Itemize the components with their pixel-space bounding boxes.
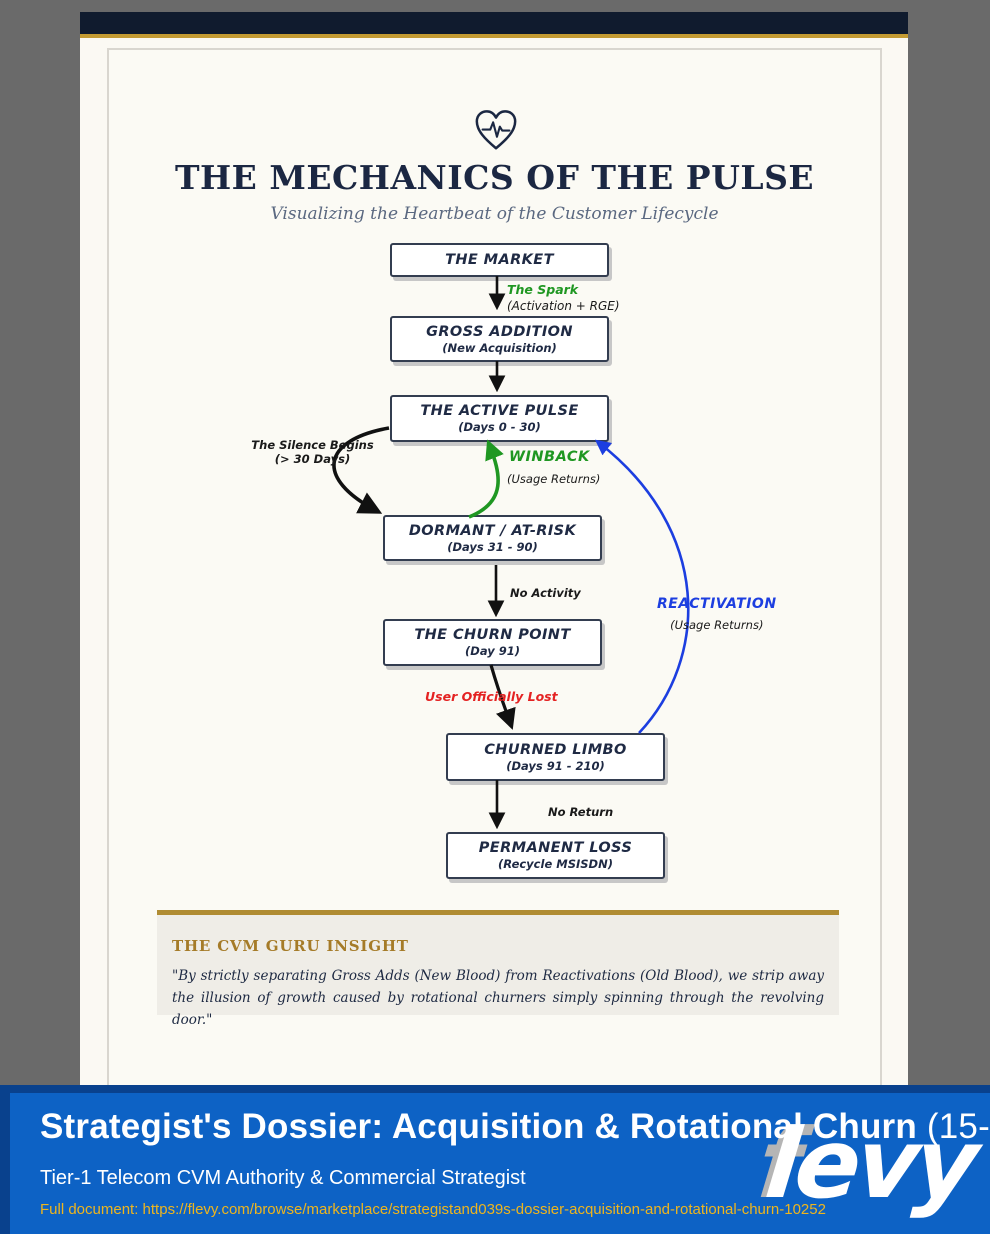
node-churn-point: THE CHURN POINT (Day 91) [383,619,602,666]
node-sublabel: (Recycle MSISDN) [498,857,613,871]
node-label: THE ACTIVE PULSE [420,403,579,419]
arrow-reactivation [594,439,690,734]
insight-title: THE CVM GURU INSIGHT [172,937,409,955]
node-sublabel: (Days 0 - 30) [458,420,541,434]
insight-quote: "By strictly separating Gross Adds (New … [172,968,824,1028]
footer-link-label: Full document: [40,1201,143,1218]
node-label: DORMANT / AT-RISK [408,522,577,539]
node-permanent-loss: PERMANENT LOSS (Recycle MSISDN) [446,832,665,879]
diagram-title: THE MECHANICS OF THE PULSE [174,158,815,197]
edge-label-no-activity: No Activity [510,586,581,600]
node-label: PERMANENT LOSS [478,840,633,856]
edge-label-reactivation: REACTIVATION (Usage Returns) [657,596,777,632]
insight-panel: THE CVM GURU INSIGHT "By strictly separa… [157,915,839,1028]
edge-label-silence: The Silence Begins (> 30 Days) [251,438,374,466]
edge-label-user-lost: User Officially Lost [425,689,558,704]
insight-divider [157,910,839,915]
edge-label-spark: The Spark (Activation + RGE) [507,282,620,314]
arrow-winback [468,439,504,519]
footer-link-url[interactable]: https://flevy.com/browse/marketplace/str… [142,1201,826,1218]
page-footer: flevy Strategist's Dossier: Acquisition … [0,1085,990,1234]
node-label: CHURNED LIMBO [484,741,627,758]
node-sublabel: (Days 91 - 210) [506,758,605,773]
diagram-subtitle: Visualizing the Heartbeat of the Custome… [270,204,719,224]
node-label: THE CHURN POINT [414,627,571,643]
edge-label-winback: WINBACK (Usage Returns) [507,449,601,486]
node-sublabel: (Days 31 - 90) [447,539,538,554]
node-active-pulse: THE ACTIVE PULSE (Days 0 - 30) [390,395,609,442]
node-gross-addition: GROSS ADDITION (New Acquisition) [390,316,609,362]
footer-link: Full document: https://flevy.com/browse/… [40,1201,826,1218]
node-the-market: THE MARKET [390,243,609,277]
node-sublabel: (New Acquisition) [442,340,557,355]
node-sublabel: (Day 91) [465,644,520,658]
footer-title-suffix: (15-p [926,1107,990,1146]
document-header-bar [80,12,908,34]
node-churned-limbo: CHURNED LIMBO (Days 91 - 210) [446,733,665,781]
heart-pulse-icon [473,108,519,154]
gold-accent-line [80,34,908,38]
document-page: THE MECHANICS OF THE PULSE Visualizing t… [80,12,908,1089]
edge-label-no-return: No Return [548,805,614,819]
footer-title: Strategist's Dossier: Acquisition & Rota… [40,1107,990,1147]
node-dormant-at-risk: DORMANT / AT-RISK (Days 31 - 90) [383,515,602,561]
node-label: GROSS ADDITION [426,323,573,340]
footer-subtitle: Tier-1 Telecom CVM Authority & Commercia… [40,1167,526,1189]
content-card: THE MECHANICS OF THE PULSE Visualizing t… [107,48,882,1089]
node-label: THE MARKET [445,251,554,268]
